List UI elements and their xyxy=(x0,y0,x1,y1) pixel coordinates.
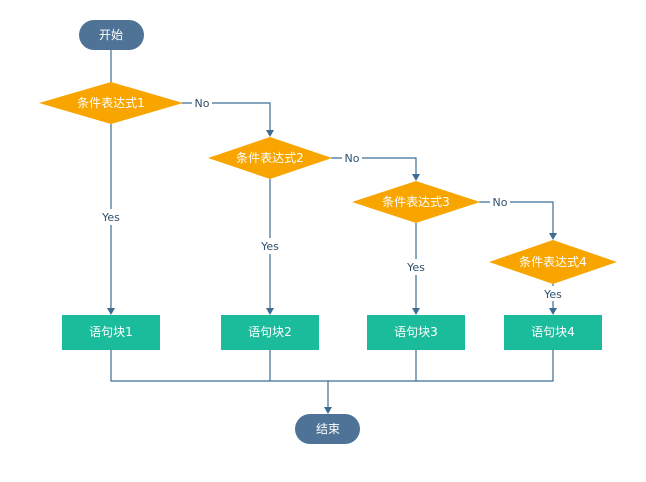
label-bg xyxy=(490,195,510,210)
label-bg xyxy=(192,96,212,111)
arrow-head xyxy=(412,174,420,181)
arrow-head xyxy=(412,308,420,315)
edge-merge-line xyxy=(110,350,554,408)
end-terminal xyxy=(295,414,360,444)
edge-label-yes-2: Yes xyxy=(260,240,279,253)
arrow-head xyxy=(266,308,274,315)
decision-3 xyxy=(352,181,480,223)
arrow-head xyxy=(549,308,557,315)
process-block-3-label: 语句块3 xyxy=(394,325,438,339)
process-block-4 xyxy=(504,315,602,350)
start-terminal xyxy=(79,20,144,50)
edge-label-yes-4: Yes xyxy=(543,288,562,301)
label-bg xyxy=(402,259,430,275)
process-block-1-label: 语句块1 xyxy=(89,325,133,339)
decision-1-label: 条件表达式1 xyxy=(77,96,145,110)
decision-3-label: 条件表达式3 xyxy=(382,195,450,209)
process-block-2 xyxy=(221,315,319,350)
edge-label-no-2: No xyxy=(345,152,360,165)
edge-label-no-3: No xyxy=(493,196,508,209)
label-bg xyxy=(342,151,362,166)
label-bg xyxy=(539,286,567,301)
process-block-4-label: 语句块4 xyxy=(531,325,575,339)
arrow-head xyxy=(266,130,274,137)
end-label: 结束 xyxy=(316,422,340,436)
edge-label-yes-1: Yes xyxy=(101,211,120,224)
arrow-head xyxy=(549,233,557,240)
edge-label-yes-3: Yes xyxy=(406,261,425,274)
decision-2-label: 条件表达式2 xyxy=(236,151,304,165)
decision-1 xyxy=(39,82,183,124)
process-block-2-label: 语句块2 xyxy=(248,325,292,339)
decision-4-label: 条件表达式4 xyxy=(519,255,587,269)
decision-2 xyxy=(208,137,332,179)
start-label: 开始 xyxy=(99,28,123,42)
decision-4 xyxy=(489,240,617,284)
arrow-head xyxy=(107,308,115,315)
arrow-head xyxy=(324,407,332,414)
process-block-1 xyxy=(62,315,160,350)
edge-label-no-1: No xyxy=(195,97,210,110)
label-bg xyxy=(256,238,284,254)
label-bg xyxy=(97,209,125,225)
process-block-3 xyxy=(367,315,465,350)
